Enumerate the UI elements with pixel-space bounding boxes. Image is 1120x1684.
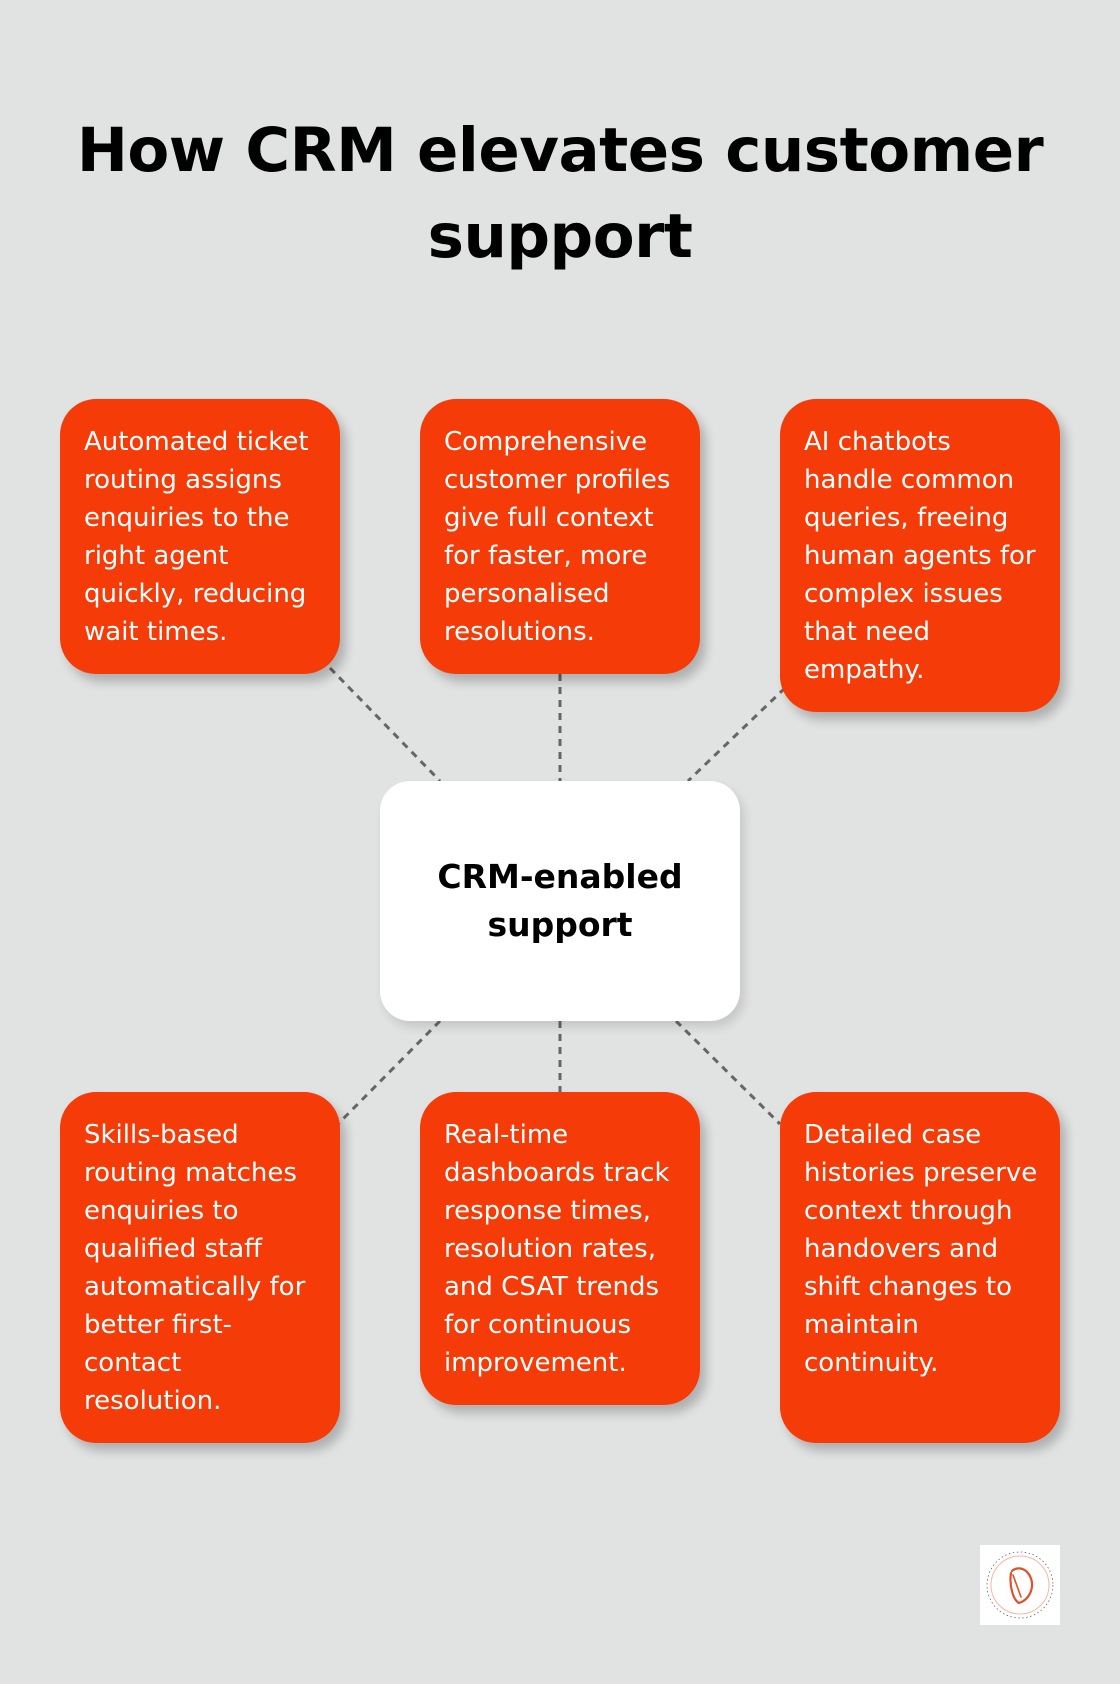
card-customer-profiles: Comprehensive customer profiles give ful… [420, 399, 700, 674]
connector-top-right [686, 686, 787, 783]
page-title: How CRM elevates customer support [76, 115, 1044, 272]
connector-top-left [328, 666, 442, 783]
card-ai-chatbots: AI chatbots handle common queries, freei… [780, 399, 1060, 712]
card-skills-based-routing: Skills-based routing matches enquiries t… [60, 1092, 340, 1443]
connector-bottom-right [674, 1019, 782, 1126]
connector-bottom-left [336, 1019, 442, 1126]
card-case-histories: Detailed case histories preserve context… [780, 1092, 1060, 1443]
brand-logo-icon [986, 1551, 1054, 1619]
center-label: CRM-enabled support [437, 857, 683, 944]
brand-logo [980, 1545, 1060, 1625]
card-realtime-dashboards: Real-time dashboards track response time… [420, 1092, 700, 1405]
card-automated-ticket-routing: Automated ticket routing assigns enquiri… [60, 399, 340, 674]
center-node: CRM-enabled support [380, 781, 740, 1021]
